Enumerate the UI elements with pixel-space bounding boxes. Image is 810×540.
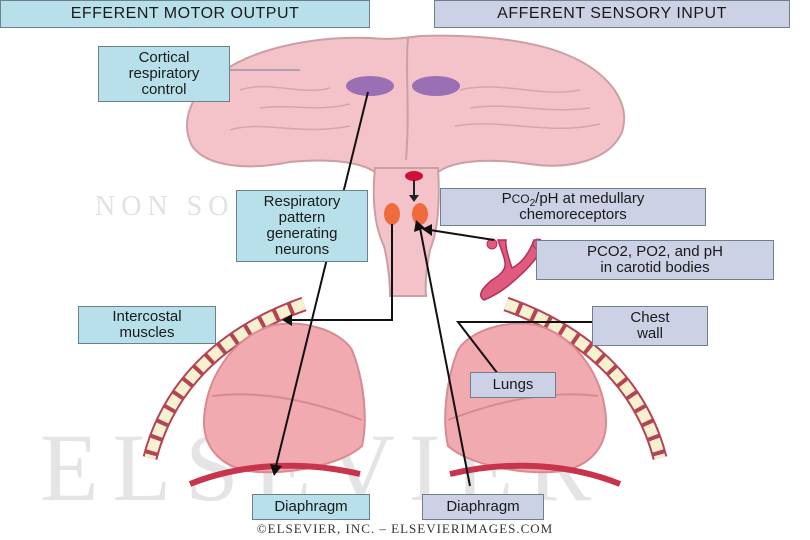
rib-cage-left-bones [144,298,306,460]
diaphragm-left-label: Diaphragm [252,494,370,520]
chest-wall-line [455,321,600,375]
medullary-line-2: chemoreceptors [519,206,627,223]
carotid-line-1: PCO2, PO2, and pH [587,243,723,260]
left-lung-lobe [211,393,363,421]
carotid-arrowhead [422,224,432,236]
medullary-p: P [501,190,512,207]
intercostal-label: Intercostal muscles [78,306,216,344]
cortical-to-diaphragm-line [275,91,369,467]
diaphragm-arrowhead [270,464,282,476]
diaphragm-right-label: Diaphragm [422,494,544,520]
medullary-chemoreceptor [405,171,423,181]
right-lung-lobe [447,393,599,421]
intercostal-arrowhead [282,314,292,326]
chest-wall-label: Chest wall [592,306,708,346]
carotid-line-2: in carotid bodies [600,259,710,276]
brainstem [372,167,440,297]
respiratory-pattern-label: Respiratory pattern generating neurons [236,190,368,262]
medullary-co: CO [511,192,530,206]
lungs-to-neurons-line [419,227,471,487]
rib-cage-right-bones [504,298,666,460]
carotid-label: PCO2, PO2, and pH in carotid bodies [536,240,774,280]
efferent-header: EFFERENT MOTOR OUTPUT [0,0,370,28]
brain-gyri [229,85,601,131]
respiratory-neuron-left [384,203,400,225]
lungs-label: Lungs [470,372,556,398]
carotid-to-neurons-line [429,229,495,241]
carotid-artery [479,238,546,301]
medullary-sub: 2 [529,198,536,209]
cortical-label: Cortical respiratory control [98,46,230,102]
respiratory-neuron-right [412,203,428,225]
neurons-to-intercostal-line [290,224,393,321]
cortical-node-left [346,76,394,96]
diaphragm-right [449,462,622,487]
copyright-notice: ©ELSEVIER, INC. – ELSEVIERIMAGES.COM [256,521,554,536]
cortical-node-right [412,76,460,96]
chemoreceptor-arrowhead [409,195,419,202]
medullary-post: /pH at medullary [535,190,645,207]
afferent-header: AFFERENT SENSORY INPUT [434,0,790,28]
medullary-chemoreceptor-label: PCO2/pH at medullary chemoreceptors [440,188,706,226]
brain-fissure [405,37,409,161]
medullary-line-1: PCO2/pH at medullary [501,190,645,209]
